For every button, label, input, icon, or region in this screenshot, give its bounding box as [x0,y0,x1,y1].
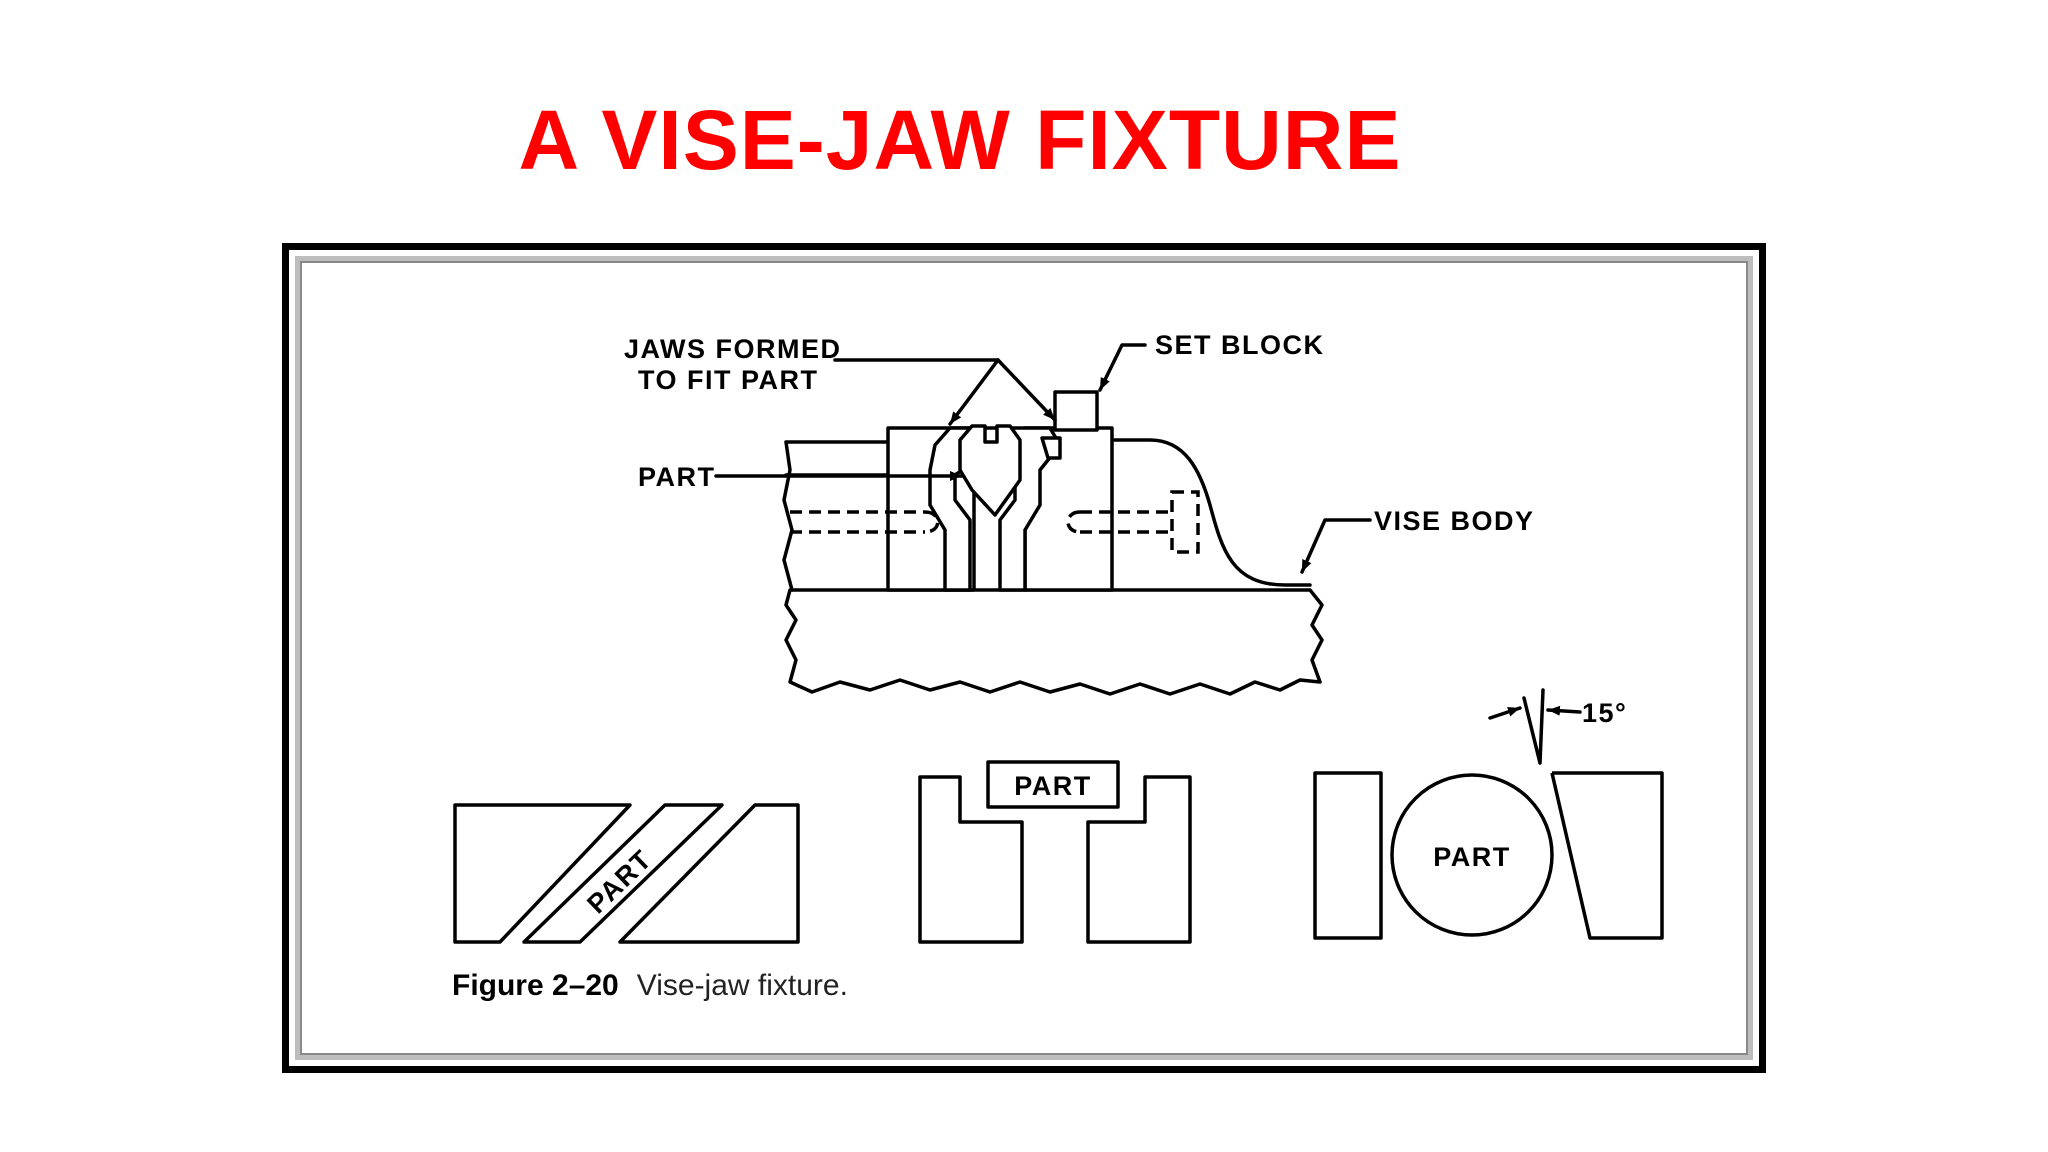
label-part-main: PART [638,462,716,492]
set-block [1053,390,1099,432]
round-jaw-left [1313,771,1383,940]
diagonal-jaw-right [618,803,800,944]
round-part [1390,773,1554,937]
vise-body-drawing [782,390,1324,696]
figure-caption: Figure 2–20 Vise-jaw fixture. [452,969,848,1002]
slide-title: A VISE-JAW FIXTURE [518,93,1402,187]
stepped-part [986,760,1120,809]
caption-figure-number: Figure 2–20 [452,969,619,1002]
caption-text: Vise-jaw fixture. [637,969,848,1002]
callouts [714,343,1372,574]
stepped-jaw-left [918,775,1024,944]
label-angle: 15° [1582,698,1627,728]
tapered-jaw [1550,771,1664,940]
label-vise-body: VISE BODY [1374,506,1535,536]
label-jaws-line1: JAWS FORMED [624,334,842,364]
diagonal-jaw-left [453,803,632,944]
stepped-jaw-example: PART [918,760,1192,944]
label-jaws-line2: TO FIT PART [638,365,819,395]
label-set-block: SET BLOCK [1155,330,1325,360]
angle-lines [1522,688,1545,765]
diagonal-part [522,803,724,944]
vise-base [784,588,1324,696]
stepped-jaw-right [1086,775,1192,944]
round-jaw-example: PART 15° [1313,688,1664,940]
part-main [958,424,1022,517]
vise-upper-left [782,440,890,592]
vise-body-curve [1110,438,1312,587]
label-part-round: PART [1433,842,1511,872]
label-part-stepped: PART [1014,771,1092,801]
diagonal-jaw-example: PART [453,803,800,944]
